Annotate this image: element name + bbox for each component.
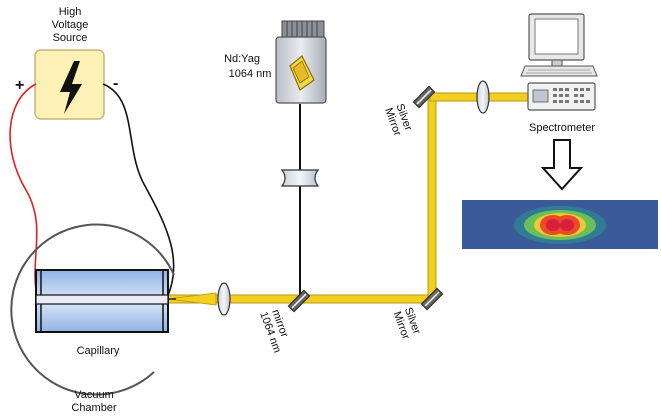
vacuum-label-2: Chamber: [71, 402, 117, 414]
negative-wire: [102, 83, 175, 301]
spectrometer-label: Spectrometer: [529, 122, 595, 134]
dichroic-mirror: [287, 289, 311, 313]
lens-focus: [217, 282, 231, 316]
nd-yag-laser: [275, 20, 327, 104]
lens-laser: [280, 169, 320, 187]
capillary-label: Capillary: [77, 345, 120, 357]
hv-label-2: Voltage: [52, 19, 89, 31]
silver-mirror-top: [412, 85, 436, 109]
high-voltage-source: High Voltage Source + -: [15, 6, 118, 120]
down-arrow-icon: [540, 139, 584, 191]
spectrum-image: [462, 200, 658, 249]
capillary: [35, 269, 176, 333]
minus-sign: -: [113, 75, 118, 92]
lightning-bolt-icon: [60, 61, 82, 114]
vacuum-chamber: [10, 223, 175, 396]
lens-spectrometer: [476, 80, 490, 114]
beam-path: [167, 92, 529, 306]
positive-wire: [9, 83, 39, 301]
plus-sign: +: [15, 77, 24, 94]
hv-label-1: High: [59, 6, 82, 18]
spectrometer: [520, 13, 598, 111]
vacuum-label-1: Vacuum: [74, 389, 114, 401]
hv-label-3: Source: [53, 32, 88, 44]
laser-label-1: Nd:Yag: [224, 53, 260, 65]
silver-mirror-bottom: [420, 287, 444, 311]
laser-label-2: 1064 nm: [229, 68, 272, 80]
monitor-icon: [520, 13, 598, 77]
